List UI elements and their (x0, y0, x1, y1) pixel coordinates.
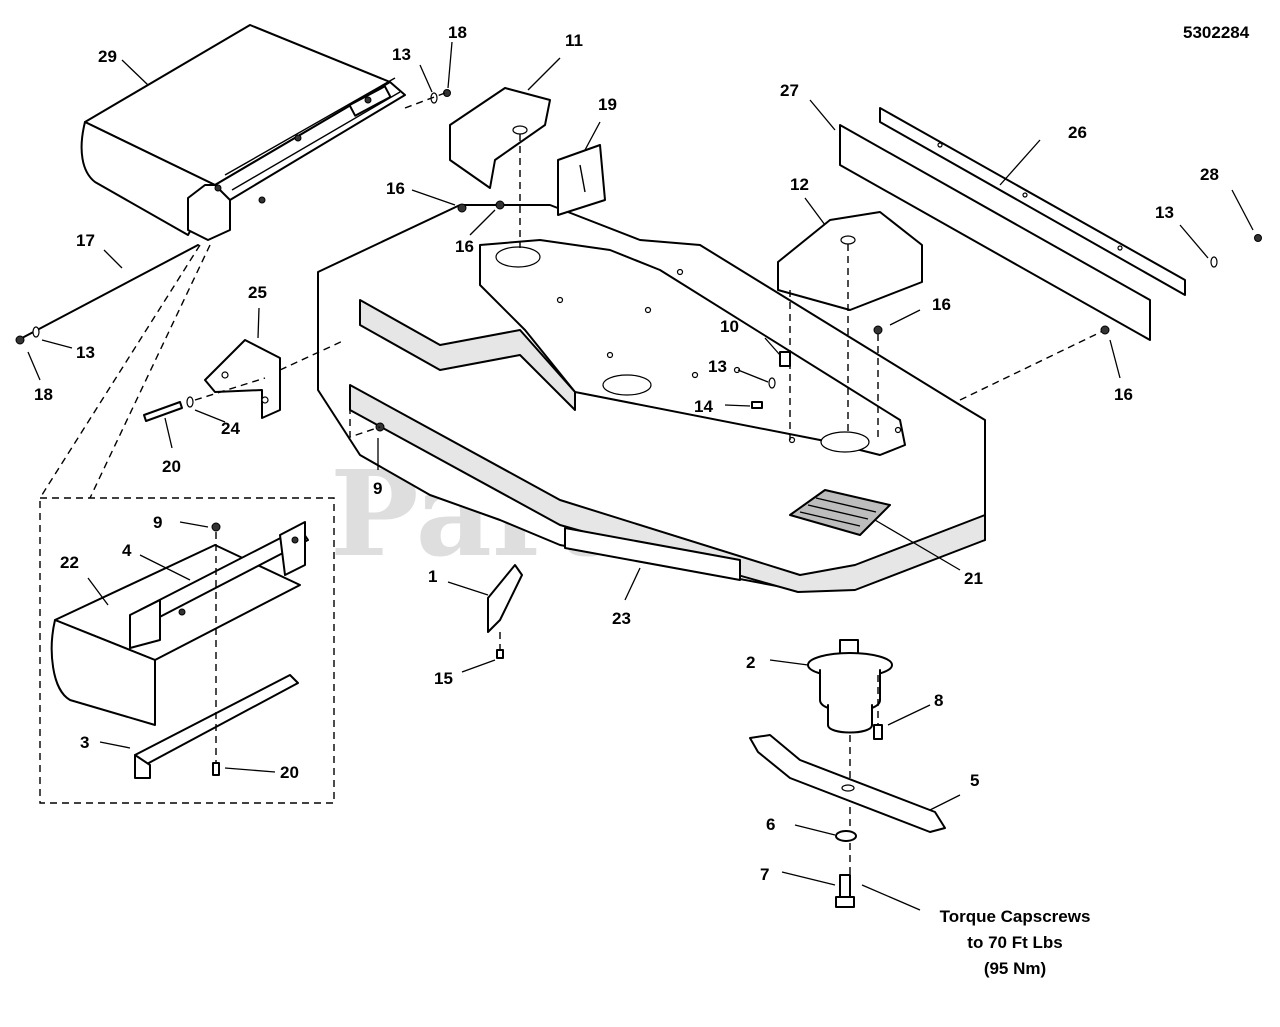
callout-20: 20 (280, 763, 299, 782)
hardware-10-13-14[interactable] (751, 351, 791, 409)
callouts: 29 13 18 11 19 16 16 17 13 18 25 20 24 9… (34, 23, 1219, 884)
callout-23: 23 (612, 609, 631, 628)
callout-3: 3 (80, 733, 89, 752)
part-11-spindle-cover[interactable] (449, 87, 551, 248)
torque-note: Torque Capscrews to 70 Ft Lbs (95 Nm) (940, 907, 1091, 978)
callout-8: 8 (934, 691, 943, 710)
callout-27: 27 (780, 81, 799, 100)
hardware-13-baffle[interactable] (1210, 256, 1218, 268)
torque-note-line-1: Torque Capscrews (940, 907, 1091, 926)
callout-18: 18 (448, 23, 467, 42)
hardware-16-baffle[interactable] (1100, 325, 1110, 335)
callout-11: 11 (565, 31, 583, 50)
part-29-discharge-chute[interactable] (80, 24, 406, 241)
callout-29: 29 (98, 47, 117, 66)
callout-4: 4 (122, 541, 132, 560)
baffle-dash (959, 329, 1106, 401)
callout-26: 26 (1068, 123, 1087, 142)
callout-13: 13 (1155, 203, 1174, 222)
hardware-16-top-a[interactable] (457, 203, 467, 213)
callout-1: 1 (428, 567, 437, 586)
torque-note-line-2: to 70 Ft Lbs (967, 933, 1062, 952)
callout-9: 9 (373, 479, 382, 498)
part-6-washer[interactable] (835, 830, 857, 842)
inset-leader-dash (39, 244, 211, 499)
part-1-bracket[interactable] (487, 564, 523, 659)
hardware-16-top-b[interactable] (495, 200, 505, 210)
torque-note-line-3: (95 Nm) (984, 959, 1046, 978)
part-8-bolt[interactable] (873, 675, 883, 740)
hardware-28[interactable] (1254, 234, 1262, 242)
part-20-24-bolt-washer[interactable] (143, 377, 266, 422)
hardware-13-18-chute[interactable] (404, 89, 451, 109)
callout-7: 7 (760, 865, 769, 884)
callout-25: 25 (248, 283, 267, 302)
callout-16: 16 (932, 295, 951, 314)
callout-24: 24 (221, 419, 240, 438)
part-19-bracket[interactable] (557, 144, 606, 216)
hardware-16-right[interactable] (873, 325, 883, 335)
callout-17: 17 (76, 231, 95, 250)
callout-13: 13 (76, 343, 95, 362)
callout-15: 15 (434, 669, 453, 688)
callout-13: 13 (392, 45, 411, 64)
callout-6: 6 (766, 815, 775, 834)
document-number: 5302284 (1183, 23, 1250, 42)
callout-16: 16 (386, 179, 405, 198)
callout-9: 9 (153, 513, 162, 532)
part-17-chute-rod[interactable] (15, 244, 199, 345)
callout-13: 13 (708, 357, 727, 376)
inset-mulch-kit (39, 497, 335, 804)
callout-16: 16 (1114, 385, 1133, 404)
callout-10: 10 (720, 317, 739, 336)
callout-21: 21 (964, 569, 983, 588)
callout-2: 2 (746, 653, 755, 672)
callout-14: 14 (694, 397, 713, 416)
callout-16: 16 (455, 237, 474, 256)
part-7-capscrew[interactable] (835, 874, 855, 908)
callout-19: 19 (598, 95, 617, 114)
part-21-plate[interactable] (789, 489, 891, 536)
part-26-baffle[interactable] (879, 107, 1186, 296)
part-9-nut[interactable] (349, 395, 385, 438)
callout-18: 18 (34, 385, 53, 404)
part-2-spindle[interactable] (807, 639, 893, 900)
part-5-blade[interactable] (749, 734, 946, 833)
callout-28: 28 (1200, 165, 1219, 184)
callout-5: 5 (970, 771, 979, 790)
part-27-baffle[interactable] (839, 124, 1151, 341)
callout-20: 20 (162, 457, 181, 476)
callout-12: 12 (790, 175, 809, 194)
callout-22: 22 (60, 553, 79, 572)
leader-lines (27, 41, 1254, 911)
